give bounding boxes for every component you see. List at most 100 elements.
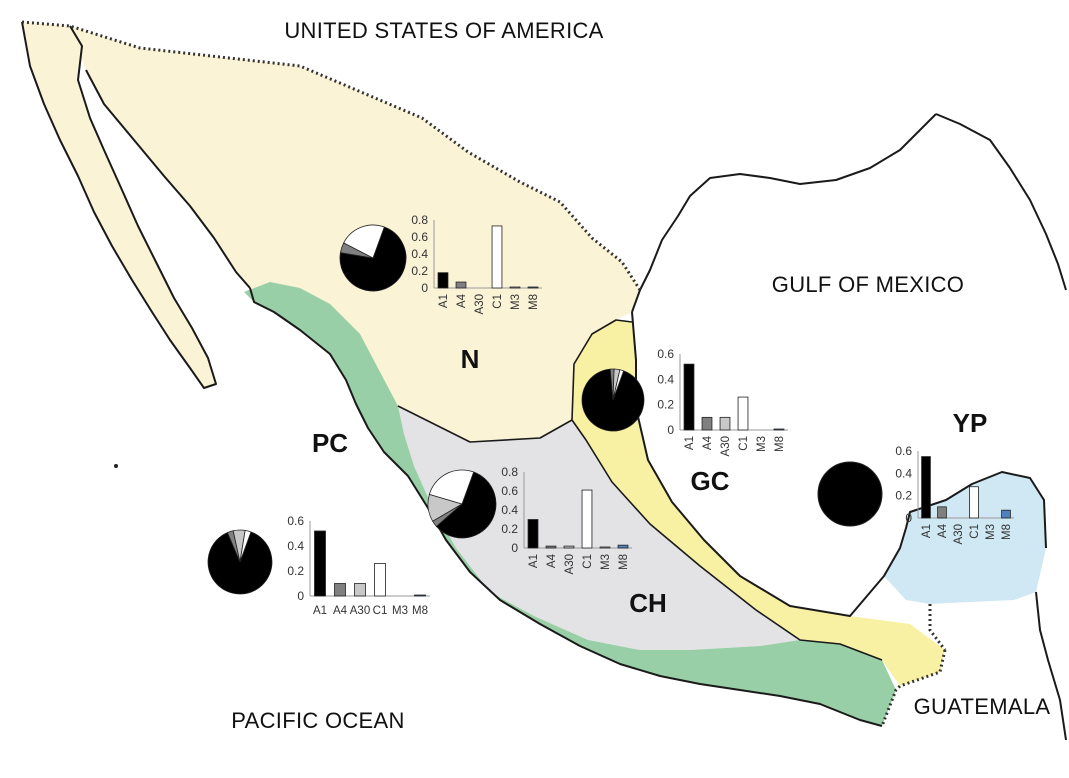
x-tick-label: A1 bbox=[684, 436, 696, 450]
y-tick-label: 0.4 bbox=[895, 466, 912, 480]
y-tick-label: 0.4 bbox=[657, 372, 674, 386]
region-label-n: N bbox=[461, 344, 480, 374]
x-tick-label: M3 bbox=[600, 554, 612, 570]
region-central-highlands bbox=[398, 406, 800, 650]
y-tick-label: 0 bbox=[511, 541, 518, 555]
florida-coastline bbox=[935, 113, 1067, 291]
y-tick-label: 0.6 bbox=[287, 514, 304, 528]
y-tick-label: 0.8 bbox=[411, 213, 428, 227]
x-tick-label: A1 bbox=[438, 294, 450, 308]
bar-a1 bbox=[314, 530, 326, 597]
x-tick-label: C1 bbox=[373, 605, 388, 617]
x-tick-label: C1 bbox=[492, 294, 504, 309]
x-tick-label: C1 bbox=[582, 554, 594, 569]
bar-a4 bbox=[545, 545, 557, 549]
gulf-label: GULF OF MEXICO bbox=[772, 272, 964, 297]
bar-a1 bbox=[921, 456, 931, 519]
y-tick-label: 0.2 bbox=[895, 489, 912, 503]
pacific-mainland-coast bbox=[249, 287, 883, 727]
y-tick-label: 0.4 bbox=[411, 247, 428, 261]
guatemala-border bbox=[880, 604, 947, 727]
bar-m8 bbox=[527, 286, 539, 289]
island-dot bbox=[114, 464, 118, 468]
x-tick-label: A4 bbox=[937, 523, 949, 538]
bar-c1 bbox=[581, 489, 593, 549]
region-label-gc: GC bbox=[691, 466, 730, 496]
bar-m8 bbox=[617, 544, 629, 549]
x-tick-label: A30 bbox=[953, 524, 965, 544]
pie-slice bbox=[428, 469, 475, 505]
x-tick-label: A30 bbox=[474, 294, 486, 314]
region-label-yp: YP bbox=[953, 408, 988, 438]
y-tick-label: 0 bbox=[421, 281, 428, 295]
y-tick-label: 0.6 bbox=[657, 347, 674, 361]
x-tick-label: M8 bbox=[528, 294, 540, 310]
pie-yp bbox=[817, 461, 883, 527]
x-tick-label: M8 bbox=[412, 605, 428, 617]
x-tick-label: M3 bbox=[392, 605, 408, 617]
region-north-baja bbox=[22, 22, 216, 388]
baja-coastline bbox=[21, 21, 217, 389]
x-tick-label: M3 bbox=[510, 294, 522, 310]
region-label-pc: PC bbox=[312, 428, 348, 458]
y-tick-label: 0 bbox=[905, 511, 912, 525]
bar-m3 bbox=[509, 286, 521, 289]
pie-ch bbox=[427, 469, 497, 539]
coastlines bbox=[21, 20, 1067, 741]
region-yucatan bbox=[884, 472, 1046, 604]
x-tick-label: A4 bbox=[333, 605, 348, 617]
bar-c1 bbox=[737, 396, 749, 431]
guatemala-label: GUATEMALA bbox=[914, 694, 1051, 719]
x-tick-label: A30 bbox=[720, 436, 732, 456]
x-tick-label: M3 bbox=[985, 524, 997, 540]
bar-c1 bbox=[491, 225, 503, 289]
bar-a1 bbox=[683, 363, 695, 431]
x-tick-label: A30 bbox=[564, 554, 576, 574]
x-tick-label: C1 bbox=[969, 524, 981, 539]
bar-c1 bbox=[969, 486, 979, 519]
bar-m3 bbox=[599, 546, 611, 549]
x-tick-label: A1 bbox=[528, 554, 540, 568]
y-tick-label: 0.6 bbox=[411, 230, 428, 244]
pie-slice bbox=[339, 226, 407, 292]
y-tick-label: 0.6 bbox=[501, 484, 518, 498]
central-america-coast bbox=[1035, 591, 1067, 741]
bar-a4 bbox=[937, 506, 947, 519]
bar-m8 bbox=[773, 428, 785, 431]
y-tick-label: 0.8 bbox=[501, 465, 518, 479]
x-tick-label: C1 bbox=[738, 436, 750, 451]
pie-slice bbox=[207, 531, 273, 595]
y-tick-label: 0.2 bbox=[287, 564, 304, 578]
bar-a30 bbox=[354, 583, 366, 597]
bar-m8 bbox=[1001, 509, 1011, 519]
y-tick-label: 0 bbox=[297, 589, 304, 603]
x-tick-label: M8 bbox=[774, 436, 786, 452]
x-tick-label: A1 bbox=[313, 605, 327, 617]
pie-slice bbox=[817, 461, 883, 527]
region-pacific-coast bbox=[244, 282, 896, 726]
region-boundary-lines bbox=[397, 319, 883, 661]
region-label-ch: CH bbox=[629, 588, 667, 618]
x-tick-label: A4 bbox=[456, 293, 468, 308]
x-tick-label: M3 bbox=[756, 436, 768, 452]
bar-a4 bbox=[334, 583, 346, 597]
y-tick-label: 0 bbox=[667, 423, 674, 437]
y-tick-label: 0.4 bbox=[287, 539, 304, 553]
pie-n bbox=[339, 224, 407, 292]
x-tick-label: M8 bbox=[1001, 524, 1013, 540]
bar-m8 bbox=[414, 594, 426, 597]
y-tick-label: 0.2 bbox=[657, 398, 674, 412]
bar-a30 bbox=[563, 545, 575, 549]
pie-slice bbox=[239, 529, 252, 563]
bar-a1 bbox=[527, 519, 539, 549]
pie-slice bbox=[343, 224, 385, 259]
region-gulf-coast bbox=[572, 320, 945, 686]
bar-a4 bbox=[455, 281, 467, 289]
bar-c1 bbox=[374, 563, 386, 597]
